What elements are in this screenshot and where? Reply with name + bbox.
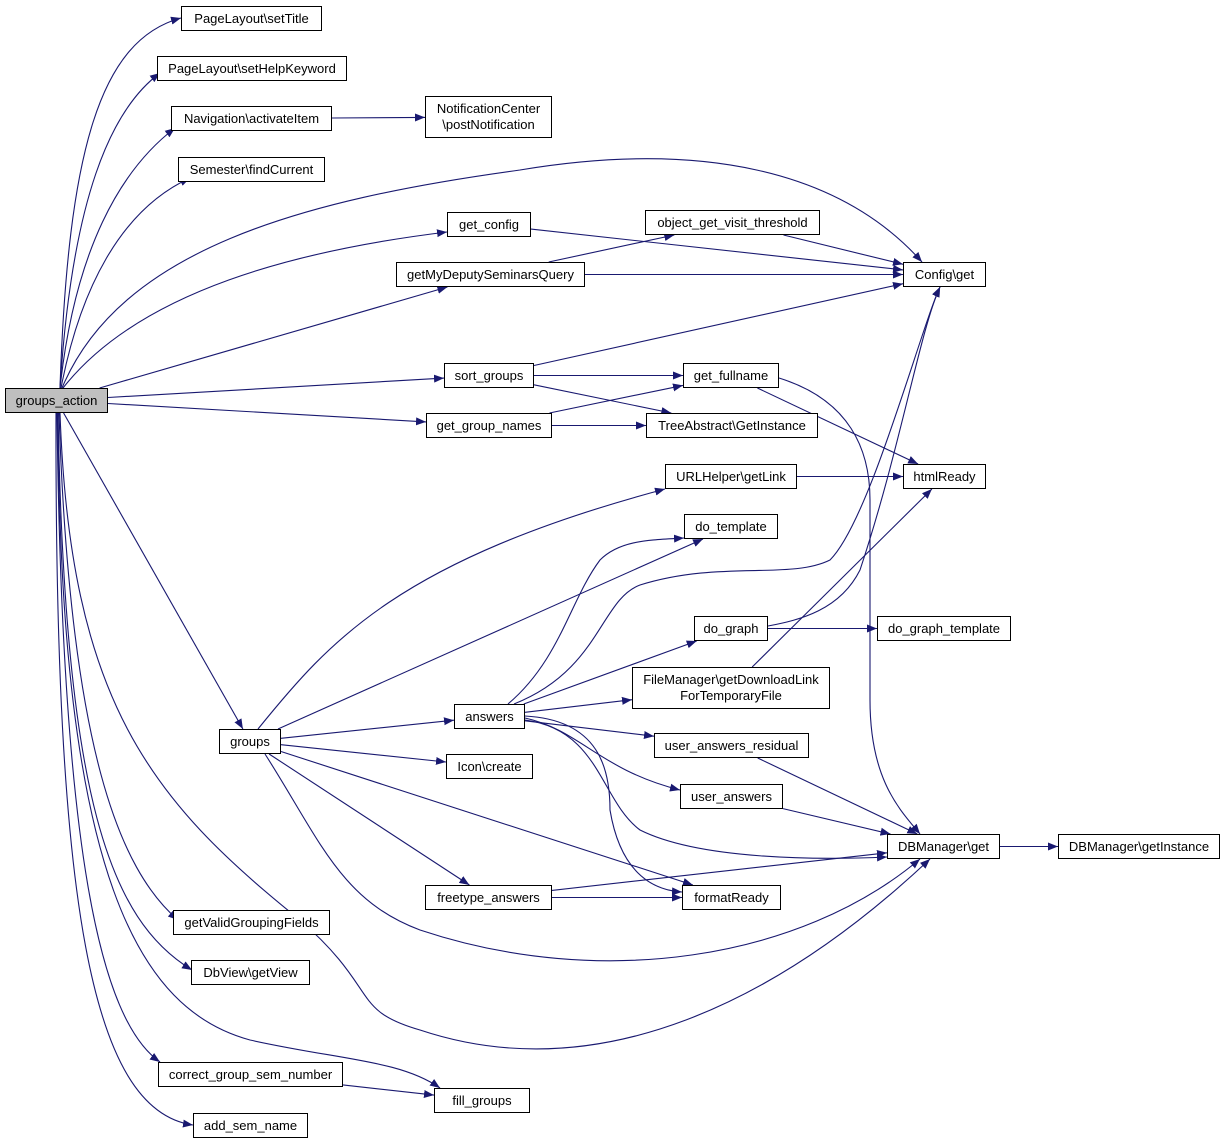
edge-groups_action-to-correct_sem <box>56 412 161 1063</box>
node-user-answers[interactable]: user_answers <box>680 784 783 809</box>
edge-groups-to-getLink <box>257 487 666 730</box>
node-dbview-getview[interactable]: DbView\getView <box>191 960 310 985</box>
node-navigation-activateitem[interactable]: Navigation\activateItem <box>171 106 332 131</box>
edge-groups_action-to-fill_groups <box>57 412 441 1089</box>
edge-groups-to-db_get <box>264 753 921 962</box>
edge-groups_action-to-sort_groups <box>107 374 445 399</box>
node-freetype-answers[interactable]: freetype_answers <box>425 885 552 910</box>
edge-groups_action-to-findCurrent <box>60 177 191 389</box>
edge-groups-to-do_template <box>277 538 704 730</box>
edge-answers-to-download_link <box>524 696 633 713</box>
edge-answers-to-config_get <box>513 286 941 705</box>
node-dbmanager-getinstance[interactable]: DBManager\getInstance <box>1058 834 1220 859</box>
edge-groups-to-icon_create <box>280 744 447 765</box>
edge-correct_sem-to-fill_groups <box>342 1084 435 1098</box>
edge-answers-to-do_template <box>507 534 685 705</box>
edge-groups-to-formatReady <box>280 750 694 886</box>
node-add-sem-name[interactable]: add_sem_name <box>193 1113 308 1138</box>
node-get-config[interactable]: get_config <box>447 212 531 237</box>
edge-groups-to-freetype <box>268 753 470 886</box>
node-pagelayout-settitle[interactable]: PageLayout\setTitle <box>181 6 322 31</box>
edge-answers-to-db_get <box>524 719 888 862</box>
edge-answers-to-residual <box>524 720 655 739</box>
node-notificationcenter-postnotification[interactable]: NotificationCenter\postNotification <box>425 96 552 138</box>
node-urlhelper-getlink[interactable]: URLHelper\getLink <box>665 464 797 489</box>
node-icon-create[interactable]: Icon\create <box>446 754 533 779</box>
edge-get_config-to-config_get <box>530 228 904 273</box>
edge-groups_action-to-get_group_names <box>107 402 427 426</box>
node-semester-findcurrent[interactable]: Semester\findCurrent <box>178 157 325 182</box>
node-answers[interactable]: answers <box>454 704 525 729</box>
node-user-answers-residual[interactable]: user_answers_residual <box>654 733 809 758</box>
edge-get_fullname-to-db_get <box>778 377 921 835</box>
node-get-fullname[interactable]: get_fullname <box>683 363 779 388</box>
node-getmydeputyseminarsquery[interactable]: getMyDeputySeminarsQuery <box>396 262 585 287</box>
node-fill-groups[interactable]: fill_groups <box>434 1088 530 1113</box>
node-pagelayout-sethelpkeyword[interactable]: PageLayout\setHelpKeyword <box>157 56 347 81</box>
edge-groups_action-to-grouping_fields <box>58 412 179 921</box>
edge-groups_action-to-setTitle <box>59 16 182 389</box>
node-groups[interactable]: groups <box>219 729 281 754</box>
edge-deputyQuery-to-visit_threshold <box>548 233 675 263</box>
node-formatready[interactable]: formatReady <box>682 885 781 910</box>
node-do-graph-template[interactable]: do_graph_template <box>877 616 1011 641</box>
edge-freetype-to-db_get <box>551 849 888 891</box>
edge-groups_action-to-config_get <box>61 158 923 389</box>
edge-groups_action-to-activateItem <box>59 127 176 389</box>
edge-residual-to-db_get <box>757 757 918 835</box>
edge-get_fullname-to-htmlReady <box>757 387 919 465</box>
edge-groups_action-to-deputyQuery <box>99 285 448 389</box>
node-config-get[interactable]: Config\get <box>903 262 986 287</box>
edge-user_answers-to-db_get <box>782 808 891 836</box>
edge-groups_action-to-add_sem_name <box>55 412 194 1128</box>
node-groups-action[interactable]: groups_action <box>5 388 108 413</box>
edge-groups_action-to-get_config <box>62 229 448 389</box>
node-dbmanager-get[interactable]: DBManager\get <box>887 834 1000 859</box>
node-get-group-names[interactable]: get_group_names <box>426 413 552 438</box>
edge-download_link-to-htmlReady <box>751 488 933 668</box>
edge-groups_action-to-setHelpKeyword <box>59 72 161 389</box>
node-correct-group-sem-number[interactable]: correct_group_sem_number <box>158 1062 343 1087</box>
node-treeabstract-getinstance[interactable]: TreeAbstract\GetInstance <box>646 413 818 438</box>
node-htmlready[interactable]: htmlReady <box>903 464 986 489</box>
edge-sort_groups-to-tree_instance <box>533 384 672 415</box>
node-do-graph[interactable]: do_graph <box>694 616 768 641</box>
edge-get_group_names-to-get_fullname <box>549 383 684 414</box>
edge-groups-to-answers <box>280 717 455 739</box>
node-object-get-visit-threshold[interactable]: object_get_visit_threshold <box>645 210 820 235</box>
edge-sort_groups-to-config_get <box>533 281 904 367</box>
edge-activateItem-to-postNotification <box>331 113 426 122</box>
edge-do_graph-to-config_get <box>767 286 941 627</box>
edge-groups_action-to-db_get <box>59 412 931 1050</box>
node-sort-groups[interactable]: sort_groups <box>444 363 534 388</box>
edge-groups_action-to-groups <box>63 412 244 730</box>
node-getvalidgroupingfields[interactable]: getValidGroupingFields <box>173 910 330 935</box>
node-do-template[interactable]: do_template <box>684 514 778 539</box>
edge-groups_action-to-getView <box>57 412 193 971</box>
edge-answers-to-do_graph <box>523 640 697 705</box>
edge-answers-to-formatReady <box>524 715 683 896</box>
edge-visit_threshold-to-config_get <box>783 234 904 266</box>
